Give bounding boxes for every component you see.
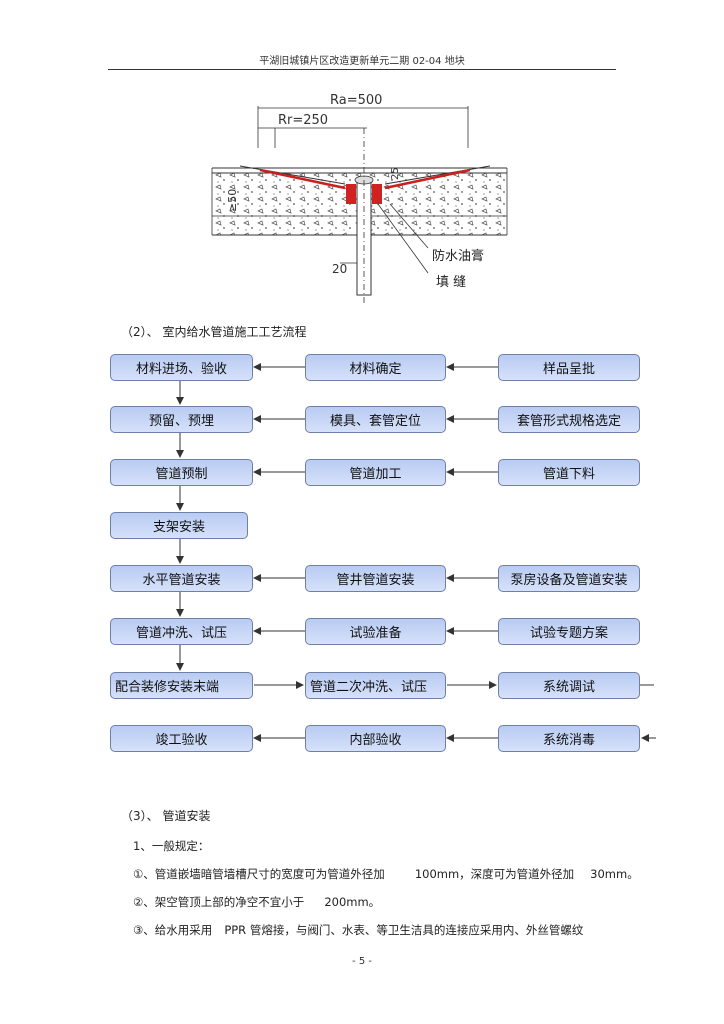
rule-3-part-a: ③、给水用采用 [133, 923, 213, 937]
flow-box-mold-sleeve: 模具、套管定位 [305, 406, 446, 433]
flow-box-flush-test: 管道冲洗、试压 [110, 618, 253, 645]
rule-1-part-b: 100mm，深度可为管道外径加 [414, 867, 575, 881]
header-rule [108, 69, 616, 70]
flow-box-pipe-cutting: 管道下料 [498, 459, 640, 486]
dim-rr-label: Rr=250 [278, 113, 328, 128]
flow-box-horizontal-pipe: 水平管道安装 [110, 565, 253, 592]
flow-box-system-debug: 系统调试 [498, 672, 640, 699]
flow-box-decoration-end: 配合装修安装末端 [110, 672, 253, 699]
waterproof-detail-drawing: Ra=500 Rr=250 防水油膏 填 缝 ≥50 25 20 [211, 93, 508, 303]
flow-box-material-confirm: 材料确定 [305, 354, 446, 381]
section-3-title: （3）、 管道安装 [121, 809, 211, 823]
flow-box-pump-room: 泵房设备及管道安装 [498, 565, 640, 592]
section-2-title: （2）、 室内给水管道施工工艺流程 [121, 325, 307, 339]
flow-box-reserve-embed: 预留、预埋 [110, 406, 253, 433]
flow-box-test-prep: 试验准备 [305, 618, 446, 645]
flow-box-pipe-prefab: 管道预制 [110, 459, 253, 486]
rule-1-part-a: ①、管道嵌墙暗管墙槽尺寸的宽度可为管道外径加 [133, 867, 385, 881]
rule-2-part-a: ②、架空管顶上部的净空不宜小于 [133, 895, 305, 909]
rule-1-part-c: 30mm。 [590, 867, 639, 881]
dim-50-label: ≥50 [226, 189, 239, 212]
flow-box-final-acceptance: 竣工验收 [110, 725, 253, 752]
flow-box-internal-acceptance: 内部验收 [305, 725, 446, 752]
general-rules-heading: 1、一般规定： [133, 839, 210, 853]
dim-20-label: 20 [332, 262, 347, 276]
flow-box-shaft-pipe: 管井管道安装 [305, 565, 446, 592]
rule-2-part-b: 200mm。 [324, 895, 381, 909]
rule-3-part-b: PPR 管熔接，与阀门、水表、等卫生洁具的连接应采用内、外丝管螺纹 [224, 923, 584, 937]
rule-2: ②、架空管顶上部的净空不宜小于 200mm。 [133, 894, 380, 910]
dim-ra-label: Ra=500 [330, 93, 382, 108]
flow-box-bracket-install: 支架安装 [110, 512, 248, 539]
label-waterproof-oil: 防水油膏 [432, 248, 484, 264]
flow-box-pipe-process: 管道加工 [305, 459, 446, 486]
flow-box-material-entry: 材料进场、验收 [110, 354, 253, 381]
flow-box-disinfection: 系统消毒 [498, 725, 640, 752]
rule-3: ③、给水用采用 PPR 管熔接，与阀门、水表、等卫生洁具的连接应采用内、外丝管螺纹 [133, 922, 583, 938]
page-number: - 5 - [352, 956, 372, 967]
flow-box-second-flush: 管道二次冲洗、试压 [305, 672, 446, 699]
flow-box-test-plan: 试验专题方案 [498, 618, 640, 645]
page-header: 平湖旧城镇片区改造更新单元二期 02-04 地块 [259, 56, 465, 67]
flow-box-sample-approval: 样品呈批 [498, 354, 640, 381]
dim-25-label: 25 [390, 167, 401, 180]
label-fill-seam: 填 缝 [436, 275, 466, 290]
rule-1: ①、管道嵌墙暗管墙槽尺寸的宽度可为管道外径加 100mm，深度可为管道外径加 30m… [133, 866, 639, 882]
flow-box-sleeve-spec: 套管形式规格选定 [498, 406, 640, 433]
